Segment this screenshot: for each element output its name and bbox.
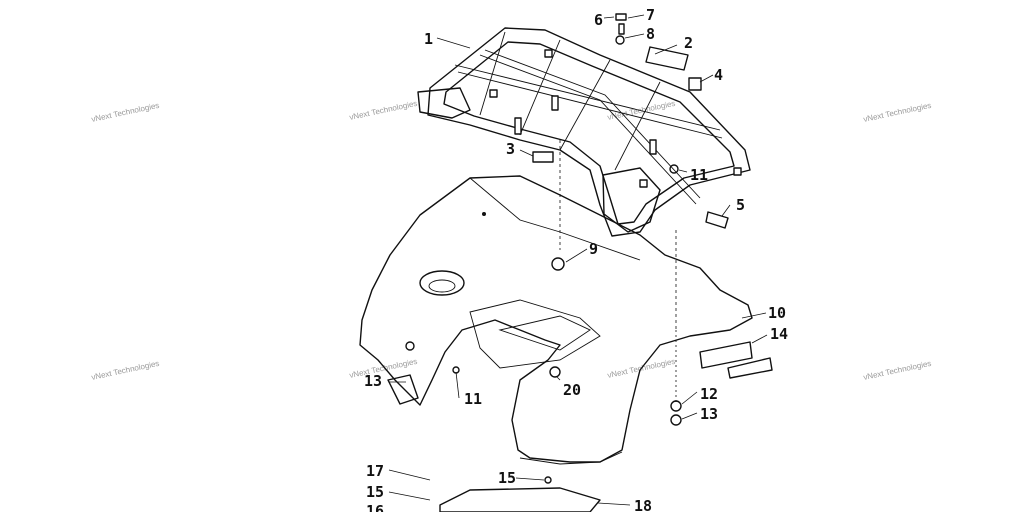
callout-13-right: 13: [700, 405, 718, 423]
callout-6: 6: [594, 11, 603, 29]
callout-12: 12: [700, 385, 718, 403]
callout-15-left: 15: [366, 483, 384, 501]
callout-17: 17: [366, 462, 384, 480]
callout-20: 20: [563, 381, 581, 399]
watermark-text: vNext Technologies: [91, 359, 161, 382]
callout-8: 8: [646, 25, 655, 43]
callout-11-upper: 11: [690, 166, 708, 184]
callout-labels: 1 2 3 4 5 6 7 8 9 10 11 11 12 13 13 14 1…: [364, 6, 788, 512]
callout-13-left: 13: [364, 372, 382, 390]
callout-7: 7: [646, 6, 655, 24]
callout-4: 4: [714, 66, 723, 84]
callout-1: 1: [424, 30, 433, 48]
callout-10: 10: [768, 304, 786, 322]
watermark-text: vNext Technologies: [91, 101, 161, 124]
fastener-drawings: [387, 13, 773, 512]
callout-2: 2: [684, 34, 693, 52]
callout-9: 9: [589, 240, 598, 258]
callout-3: 3: [506, 140, 515, 158]
callout-5: 5: [736, 196, 745, 214]
callout-16: 16: [366, 502, 384, 512]
watermark-text: vNext Technologies: [863, 101, 933, 124]
watermark-text: vNext Technologies: [349, 99, 419, 122]
watermark-text: vNext Technologies: [863, 359, 933, 382]
rear-rack-drawing: [417, 27, 751, 237]
callout-14: 14: [770, 325, 788, 343]
callout-11-lower: 11: [464, 390, 482, 408]
callout-18: 18: [634, 497, 652, 512]
callout-15-center: 15: [498, 469, 516, 487]
watermark-text: vNext Technologies: [349, 357, 419, 380]
leader-lines: [388, 14, 768, 506]
rear-fender-drawing: [359, 175, 753, 465]
